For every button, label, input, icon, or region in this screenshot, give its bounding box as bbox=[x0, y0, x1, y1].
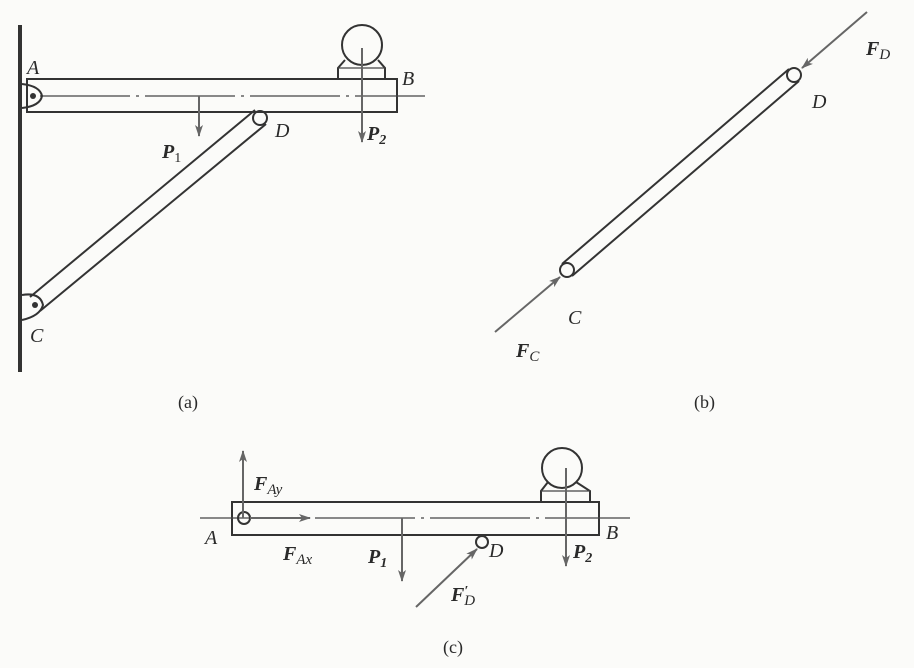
label-a: A bbox=[25, 57, 40, 79]
rod-cd bbox=[559, 67, 802, 278]
figure-a: A B D C P1 P2 (a) bbox=[18, 24, 425, 413]
caption-a: (a) bbox=[178, 392, 198, 413]
force-fd-arrow bbox=[801, 11, 868, 69]
label-c: C bbox=[568, 307, 582, 329]
label-b: B bbox=[402, 68, 414, 90]
rod-cd bbox=[29, 109, 268, 312]
label-fax: FAx bbox=[282, 543, 313, 568]
label-p1: P1 bbox=[161, 141, 181, 166]
figure-c: A B D FAy FAx P1 P2 F′D (c) bbox=[200, 447, 630, 658]
label-p1: P1 bbox=[367, 546, 387, 571]
label-p2: P2 bbox=[366, 123, 386, 148]
pin-a bbox=[30, 93, 36, 99]
label-fd: FD bbox=[865, 38, 890, 63]
caption-b: (b) bbox=[694, 392, 715, 413]
hinge-c bbox=[21, 293, 45, 321]
force-fd-prime-arrow bbox=[415, 548, 478, 608]
pin-c bbox=[32, 302, 38, 308]
label-fd-prime: F′D bbox=[450, 584, 475, 609]
label-d: D bbox=[811, 91, 827, 113]
label-b: B bbox=[606, 522, 618, 544]
force-fc-arrow bbox=[494, 276, 561, 333]
label-d: D bbox=[488, 540, 504, 562]
pin-d bbox=[475, 535, 489, 549]
label-d: D bbox=[274, 120, 290, 142]
caption-c: (c) bbox=[443, 637, 463, 658]
label-p2: P2 bbox=[572, 541, 592, 566]
figure-b: FD D C FC (b) bbox=[494, 11, 890, 413]
label-fay: FAy bbox=[253, 473, 283, 498]
hinge-a bbox=[21, 83, 44, 109]
label-c: C bbox=[30, 325, 44, 347]
label-fc: FC bbox=[515, 340, 540, 365]
label-a: A bbox=[203, 527, 218, 549]
